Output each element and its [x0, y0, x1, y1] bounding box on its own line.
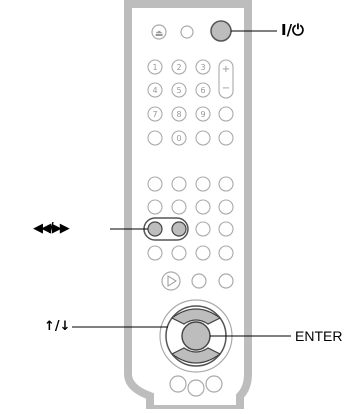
number-key-2[interactable] [171, 59, 187, 75]
side-key-3[interactable] [218, 106, 234, 122]
number-key-7[interactable] [147, 106, 163, 122]
up-arrow-button[interactable] [170, 308, 222, 325]
number-pad [147, 59, 234, 146]
small-button[interactable] [180, 25, 194, 39]
number-key-label-4: 4 [152, 86, 157, 95]
bottom-button[interactable] [187, 379, 205, 397]
function-key[interactable] [218, 221, 234, 237]
number-key-1[interactable] [147, 59, 163, 75]
transport-buttons [161, 271, 234, 291]
function-key[interactable] [195, 221, 211, 237]
minus-icon: − [222, 83, 230, 94]
function-key[interactable] [171, 199, 187, 215]
next-button[interactable] [171, 221, 187, 237]
function-key[interactable] [195, 245, 211, 261]
eject-button[interactable] [151, 24, 167, 40]
function-key[interactable] [218, 199, 234, 215]
function-key[interactable] [218, 176, 234, 192]
number-key-4[interactable] [147, 82, 163, 98]
prev-next-buttons [143, 217, 189, 241]
stop-button[interactable] [218, 273, 234, 289]
play-button[interactable] [161, 271, 181, 291]
number-key-3[interactable] [195, 59, 211, 75]
prev-button[interactable] [147, 221, 163, 237]
number-key-label-0: 0 [176, 134, 181, 143]
leader-lines [72, 30, 291, 337]
function-button-grid [147, 176, 234, 261]
pause-button[interactable] [191, 273, 207, 289]
plus-minus-rocker[interactable] [218, 59, 234, 99]
play-icon [167, 275, 177, 287]
power-callout-label: I/⏻ [281, 21, 304, 39]
prev-next-callout-label: ◀◀/▶▶ [33, 221, 70, 236]
blank-key-right[interactable] [195, 130, 211, 146]
number-key-8[interactable] [171, 106, 187, 122]
number-key-6[interactable] [195, 82, 211, 98]
side-key-4[interactable] [218, 130, 234, 146]
directional-pad [159, 299, 233, 373]
function-key[interactable] [195, 199, 211, 215]
number-key-9[interactable] [195, 106, 211, 122]
number-key-label-7: 7 [152, 110, 157, 119]
down-arrow-button[interactable] [170, 347, 222, 364]
plus-icon: + [222, 64, 230, 75]
number-key-label-3: 3 [200, 63, 205, 72]
bottom-buttons [169, 375, 223, 397]
enter-button[interactable] [181, 321, 211, 351]
function-key[interactable] [171, 176, 187, 192]
function-key[interactable] [195, 176, 211, 192]
function-key[interactable] [147, 245, 163, 261]
bottom-button[interactable] [205, 375, 223, 393]
blank-key-left[interactable] [147, 130, 163, 146]
function-key[interactable] [171, 245, 187, 261]
function-key[interactable] [218, 245, 234, 261]
number-key-label-1: 1 [152, 63, 157, 72]
function-key[interactable] [147, 176, 163, 192]
number-key-5[interactable] [171, 82, 187, 98]
number-key-label-6: 6 [200, 86, 205, 95]
number-key-label-8: 8 [176, 110, 181, 119]
function-key[interactable] [147, 199, 163, 215]
enter-callout-label: ENTER [295, 328, 343, 344]
up-down-callout-label: ↑/↓ [44, 319, 71, 334]
bottom-button[interactable] [169, 375, 187, 393]
number-key-label-9: 9 [200, 110, 205, 119]
top-row-buttons [151, 20, 232, 42]
power-button[interactable] [210, 20, 232, 42]
number-key-label-2: 2 [176, 63, 181, 72]
number-key-label-5: 5 [176, 86, 181, 95]
eject-icon: ⏏ [155, 29, 164, 39]
number-key-0[interactable] [171, 130, 187, 146]
